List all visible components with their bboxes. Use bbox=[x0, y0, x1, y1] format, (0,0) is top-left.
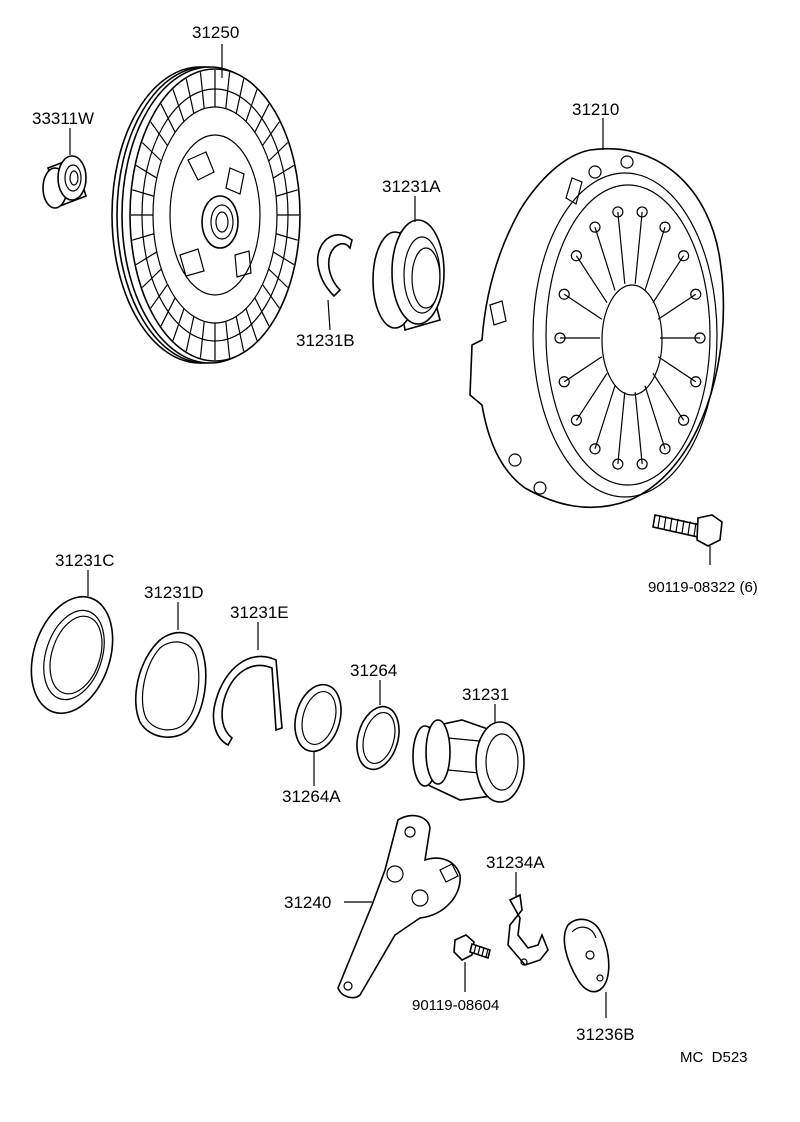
bearing-sleeve bbox=[372, 219, 445, 332]
label-31231D: 31231D bbox=[144, 583, 204, 602]
pivot-boot bbox=[563, 918, 610, 993]
release-bearing-hub bbox=[412, 719, 525, 803]
label-31231B: 31231B bbox=[296, 331, 355, 350]
release-fork bbox=[337, 814, 461, 999]
drawing-code: MC D523 bbox=[680, 1049, 748, 1066]
label-90119-08604: 90119-08604 bbox=[412, 997, 499, 1014]
label-31240: 31240 bbox=[284, 893, 331, 912]
seal-ring bbox=[30, 595, 114, 715]
guide-plate bbox=[134, 631, 207, 738]
fork-bolt bbox=[453, 934, 491, 961]
clutch-disc bbox=[111, 66, 301, 364]
snap-ring bbox=[212, 655, 283, 747]
label-31264A: 31264A bbox=[282, 787, 341, 806]
label-31264: 31264 bbox=[350, 661, 397, 680]
label-90119-08322: 90119-08322 (6) bbox=[648, 579, 758, 596]
label-31231C: 31231C bbox=[55, 551, 115, 570]
label-31231: 31231 bbox=[462, 685, 509, 704]
label-31234A: 31234A bbox=[486, 853, 545, 872]
retaining-clip bbox=[316, 234, 353, 298]
fork-spring-clip bbox=[507, 893, 549, 966]
cover-bolt bbox=[652, 514, 723, 547]
label-31236B: 31236B bbox=[576, 1025, 635, 1044]
label-31250: 31250 bbox=[192, 23, 239, 42]
thrust-ring-a bbox=[294, 683, 342, 753]
label-31231A: 31231A bbox=[382, 177, 441, 196]
label-31231E: 31231E bbox=[230, 603, 289, 622]
label-31210: 31210 bbox=[572, 100, 619, 119]
leader-31231B bbox=[327, 299, 331, 331]
label-33311W: 33311W bbox=[32, 109, 94, 128]
pilot-bearing bbox=[42, 155, 87, 209]
clutch-cover bbox=[469, 147, 725, 509]
thrust-ring bbox=[356, 705, 400, 771]
